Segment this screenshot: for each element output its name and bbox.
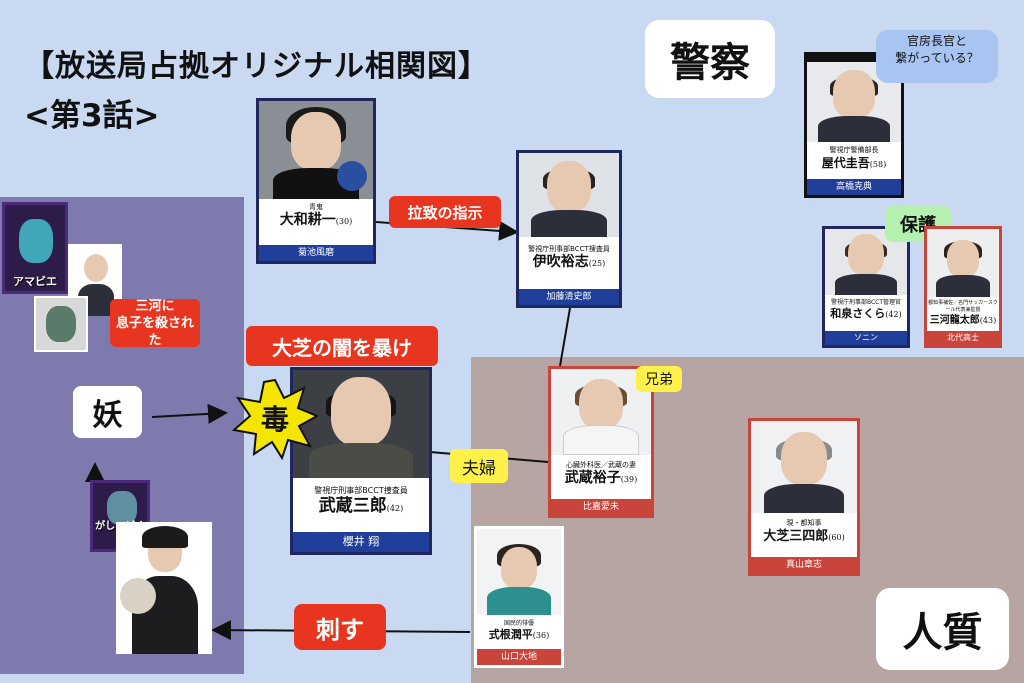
character-card-yuko[interactable]: 心臓外科医／武蔵の妻 武蔵裕子(39) 比嘉愛未 <box>548 366 654 518</box>
portrait-photo <box>807 62 901 142</box>
character-age: (30) <box>335 217 353 226</box>
character-card-oshiba[interactable]: 現・都知事 大芝三四郎(60) 真山章志 <box>748 418 860 576</box>
actor-name: 加藤清史郎 <box>519 289 619 305</box>
couple-tag: 夫婦 <box>450 449 508 483</box>
character-card-mikawa[interactable]: 都知事補佐／名門サッカースクール代表兼監督 三河龍太郎(43) 北代高士 <box>924 226 1002 348</box>
character-name: 大和耕一 <box>279 212 336 228</box>
portrait-photo <box>551 369 651 455</box>
character-name: 大芝三四郎 <box>763 529 829 544</box>
woman-photo <box>68 244 122 316</box>
actor-name: 山口大地 <box>477 649 561 665</box>
cabinet-note: 官房長官と 繋がっている？ <box>876 30 998 83</box>
skull-icon <box>120 578 156 614</box>
portrait-photo <box>751 421 857 513</box>
character-role: 国民的俳優 <box>503 620 534 627</box>
portrait-photo <box>293 370 429 478</box>
character-age: (36) <box>532 631 550 640</box>
girl-with-skull-photo <box>116 522 212 654</box>
character-age: (25) <box>588 259 606 268</box>
character-role: 青鬼 <box>309 203 323 211</box>
masked-figure-photo <box>34 296 88 352</box>
ibuki-yuko-line <box>559 307 571 367</box>
yokai-label: 妖 <box>73 386 142 438</box>
character-name: 伊吹裕志 <box>532 254 589 270</box>
actor-name: 比嘉愛未 <box>551 499 651 515</box>
character-name: 三河龍太郎 <box>929 315 980 326</box>
stab-tag: 刺す <box>294 604 386 650</box>
amabie-label: アマビエ <box>13 275 57 288</box>
page-title: 【放送局占拠オリジナル相関図】 <box>24 49 489 84</box>
actor-name: 高橋克典 <box>807 179 901 195</box>
character-name: 武蔵裕子 <box>564 470 621 486</box>
kidnap-order-tag: 拉致の指示 <box>389 196 501 228</box>
amabie-card[interactable]: アマビエ <box>2 202 68 294</box>
character-card-yashiro[interactable]: 警視庁警備部長 屋代圭吾(58) 高橋克典 <box>804 52 904 198</box>
blue-oni-mask-icon <box>337 161 367 191</box>
character-age: (60) <box>828 533 845 542</box>
poison-burst-icon <box>232 378 318 460</box>
police-label: 警察 <box>645 20 775 98</box>
character-age: (42) <box>885 310 902 319</box>
character-role: 都知事補佐／名門サッカースクール代表兼監督 <box>928 300 998 313</box>
actor-name: 真山章志 <box>751 557 857 573</box>
portrait-photo <box>259 101 373 199</box>
character-role: 警視庁刑事部BCCT捜査員 <box>314 486 408 495</box>
amabie-mask-icon <box>19 219 53 263</box>
character-card-ibuki[interactable]: 警視庁刑事部BCCT捜査員 伊吹裕志(25) 加藤清史郎 <box>516 150 622 308</box>
character-card-musashi[interactable]: 警視庁刑事部BCCT捜査員 武蔵三郎(42) 櫻井 翔 <box>290 367 432 555</box>
portrait-photo <box>477 529 561 615</box>
sibling-tag: 兄弟 <box>636 366 682 392</box>
actor-name: 北代高士 <box>927 331 999 345</box>
gashadokuro-mask-icon <box>107 491 137 525</box>
yokai-arrow <box>151 403 228 424</box>
portrait-photo <box>519 153 619 237</box>
character-role: 警視庁刑事部BCCT管理官 <box>830 299 902 306</box>
character-age: (43) <box>979 316 997 325</box>
expose-tag: 大芝の闇を暴け <box>246 326 438 366</box>
character-name: 和泉さくら <box>830 307 886 320</box>
character-name: 屋代圭吾 <box>821 156 870 170</box>
character-role: 警視庁警備部長 <box>829 146 879 154</box>
hostage-label: 人質 <box>876 588 1009 670</box>
son-killed-tag: 三河に 息子を殺された <box>110 299 200 348</box>
character-role: 現・都知事 <box>786 519 822 527</box>
character-age: (39) <box>620 475 638 484</box>
actor-name: 櫻井 翔 <box>293 532 429 552</box>
character-age: (42) <box>386 504 404 513</box>
actor-name: ソニン <box>825 331 907 345</box>
character-card-yamato[interactable]: 青鬼 大和耕一(30) 菊池風磨 <box>256 98 376 264</box>
poison-tag: 毒 <box>260 403 289 436</box>
portrait-photo <box>927 229 999 297</box>
character-age: (58) <box>869 160 887 169</box>
character-name: 武蔵三郎 <box>318 496 387 516</box>
character-card-shikine[interactable]: 国民的俳優 式根潤平(36) 山口大地 <box>474 526 564 668</box>
character-name: 式根潤平 <box>488 628 533 641</box>
actor-name: 菊池風磨 <box>259 245 373 261</box>
character-card-wakaizumi[interactable]: 警視庁刑事部BCCT管理官 和泉さくら(42) ソニン <box>822 226 910 348</box>
character-role: 心臓外科医／武蔵の妻 <box>566 461 636 469</box>
episode-label: <第3話> <box>24 98 160 134</box>
character-role: 警視庁刑事部BCCT捜査員 <box>528 245 610 253</box>
